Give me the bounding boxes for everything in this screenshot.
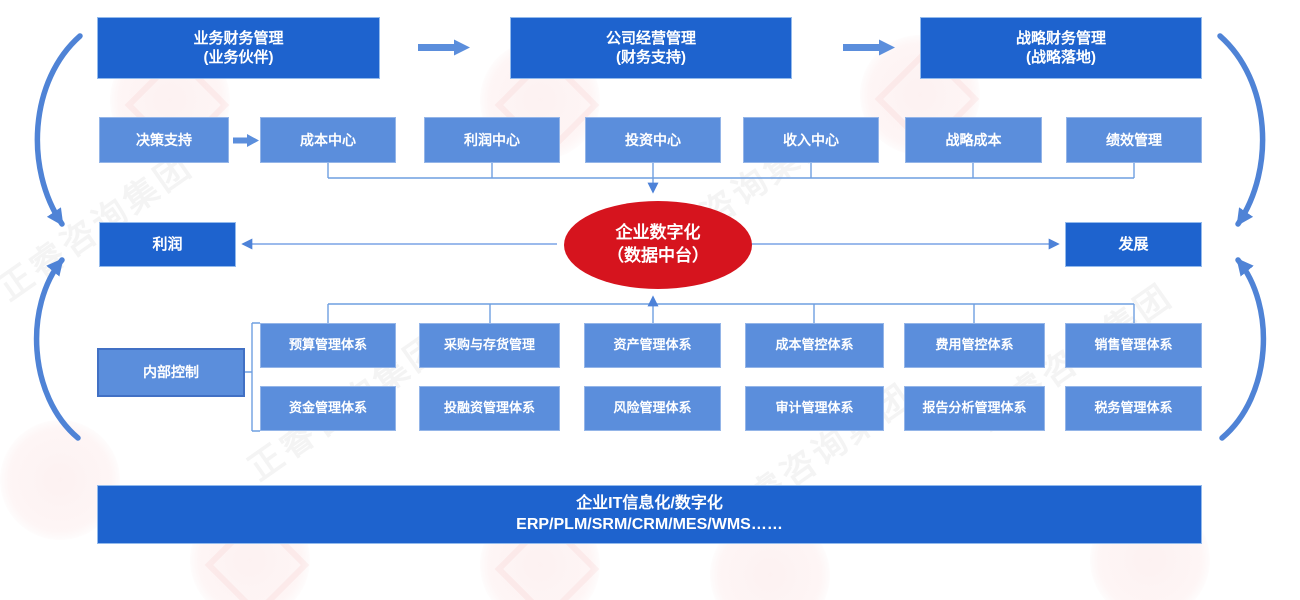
- node-label: 发展: [1118, 235, 1149, 253]
- banner-line1: 企业IT信息化/数字化: [576, 494, 723, 512]
- node-revenue-center: 收入中心: [743, 117, 879, 163]
- node-label: 利润中心: [464, 131, 520, 148]
- node-investment-financing-system: 投融资管理体系: [419, 386, 560, 431]
- hub-digitalization-ellipse: 企业数字化 （数据中台）: [564, 201, 752, 289]
- lower-bus: [327, 295, 1135, 323]
- arrow-top-1: [418, 44, 454, 51]
- node-risk-system: 风险管理体系: [584, 386, 721, 431]
- node-label: 资金管理体系: [288, 400, 367, 416]
- node-label: 报告分析管理体系: [922, 400, 1027, 416]
- node-label: 预算管理体系: [288, 337, 367, 353]
- node-expense-control-system: 费用管控体系: [904, 323, 1045, 368]
- hub-line2: （数据中台）: [607, 246, 709, 265]
- node-strategic-cost: 战略成本: [905, 117, 1042, 163]
- arrow-top-2-head: [879, 39, 895, 56]
- node-label: 投融资管理体系: [443, 400, 535, 416]
- node-label: 审计管理体系: [775, 400, 854, 416]
- node-capital-system: 资金管理体系: [260, 386, 396, 431]
- node-label: 费用管控体系: [935, 337, 1014, 353]
- node-label: 成本中心: [300, 131, 356, 148]
- node-strategic-finance: 战略财务管理 (战略落地): [920, 17, 1202, 79]
- node-label: 投资中心: [625, 131, 681, 148]
- node-cost-center: 成本中心: [260, 117, 396, 163]
- curved-arrows: [33, 33, 1267, 441]
- node-label: 税务管理体系: [1094, 400, 1173, 416]
- curve-right-bottom: [1219, 257, 1267, 441]
- node-line2: (战略落地): [1026, 49, 1096, 66]
- node-decision-support: 决策支持: [99, 117, 229, 163]
- node-report-analysis-system: 报告分析管理体系: [904, 386, 1045, 431]
- node-label: 利润: [152, 235, 183, 253]
- node-label: 战略成本: [945, 131, 1002, 148]
- node-label: 决策支持: [136, 131, 192, 148]
- node-tax-system: 税务管理体系: [1065, 386, 1202, 431]
- node-label: 内部控制: [143, 364, 199, 381]
- node-company-operation: 公司经营管理 (财务支持): [510, 17, 792, 79]
- top-flow-arrows: [233, 39, 895, 147]
- node-line1: 公司经营管理: [605, 29, 696, 47]
- node-line2: (财务支持): [616, 49, 686, 66]
- node-line1: 战略财务管理: [1015, 29, 1106, 47]
- upper-bus: [327, 163, 1135, 194]
- node-label: 风险管理体系: [613, 400, 692, 416]
- node-label: 销售管理体系: [1094, 337, 1173, 353]
- arrow-top-1-head: [454, 39, 470, 56]
- node-profit: 利润: [99, 222, 236, 267]
- node-sales-system: 销售管理体系: [1065, 323, 1202, 368]
- node-internal-control: 内部控制: [97, 348, 245, 397]
- node-label: 采购与存货管理: [443, 337, 535, 353]
- arrow-decision-head: [247, 134, 259, 147]
- hub-line1: 企业数字化: [615, 223, 701, 243]
- curve-left-bottom: [33, 257, 81, 441]
- it-banner: 企业IT信息化/数字化 ERP/PLM/SRM/CRM/MES/WMS……: [97, 485, 1202, 544]
- node-business-finance: 业务财务管理 (业务伙伴): [97, 17, 380, 79]
- node-performance-mgmt: 绩效管理: [1066, 117, 1202, 163]
- arrow-decision: [233, 137, 247, 144]
- node-label: 资产管理体系: [613, 337, 692, 353]
- node-development: 发展: [1065, 222, 1202, 267]
- node-label: 成本管控体系: [775, 337, 854, 353]
- node-line2: (业务伙伴): [203, 49, 274, 66]
- node-label: 绩效管理: [1106, 131, 1162, 148]
- arrow-top-2: [843, 44, 879, 51]
- curve-left-top: [34, 33, 83, 227]
- node-budget-system: 预算管理体系: [260, 323, 396, 368]
- banner-line2: ERP/PLM/SRM/CRM/MES/WMS……: [516, 515, 783, 533]
- node-line1: 业务财务管理: [193, 29, 284, 47]
- node-profit-center: 利润中心: [424, 117, 560, 163]
- node-label: 收入中心: [783, 131, 839, 148]
- node-audit-system: 审计管理体系: [745, 386, 884, 431]
- curve-right-top: [1217, 33, 1266, 227]
- internal-control-bracket: [245, 322, 260, 432]
- node-cost-control-system: 成本管控体系: [745, 323, 884, 368]
- node-investment-center: 投资中心: [585, 117, 721, 163]
- node-procurement-inventory: 采购与存货管理: [419, 323, 560, 368]
- node-asset-system: 资产管理体系: [584, 323, 721, 368]
